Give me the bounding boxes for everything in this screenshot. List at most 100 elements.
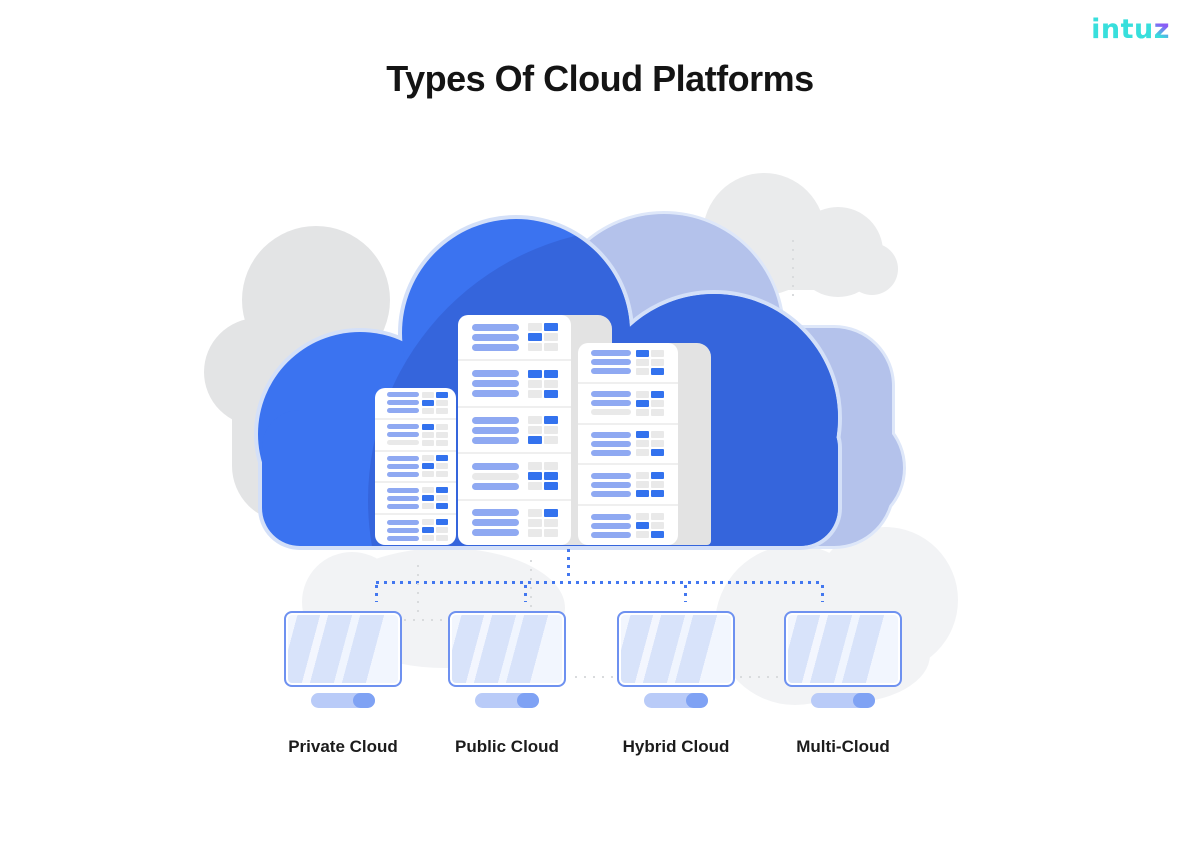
rack-led — [528, 528, 542, 537]
rack-slot-bars — [387, 392, 419, 414]
rack-led — [528, 436, 542, 445]
rack-led — [528, 369, 542, 378]
rack-bar — [472, 333, 519, 341]
rack-slot-bars — [591, 350, 631, 375]
rack-led-grid — [636, 513, 664, 539]
rack-bar — [472, 529, 519, 537]
rack-bar — [472, 370, 519, 378]
rack-led-grid — [636, 390, 664, 416]
rack-led — [422, 431, 434, 438]
logo-text-accent: z — [1153, 14, 1170, 45]
rack-led-grid — [422, 519, 448, 542]
rack-led — [422, 487, 434, 494]
dotted-branch-stub-1 — [375, 585, 378, 602]
rack-led — [636, 431, 649, 439]
rack-led — [651, 440, 664, 448]
rack-led — [651, 522, 664, 530]
server-rack-unit — [578, 463, 678, 504]
rack-led — [422, 423, 434, 430]
rack-bar — [472, 519, 519, 527]
rack-led — [422, 439, 434, 446]
tower-rack-stack — [375, 388, 456, 545]
dotted-faint-drop-center — [530, 560, 532, 610]
rack-bar — [591, 472, 631, 479]
rack-led — [544, 528, 558, 537]
dotted-backbone-line — [376, 581, 824, 584]
rack-bar — [387, 455, 419, 461]
server-rack-unit — [375, 417, 456, 450]
rack-led — [422, 535, 434, 542]
cloud-type-label: Hybrid Cloud — [622, 737, 730, 756]
rack-led-grid — [422, 487, 448, 510]
rack-led — [528, 462, 542, 471]
server-rack-unit — [458, 315, 571, 359]
server-rack-unit — [578, 343, 678, 382]
monitor-stand-cap — [517, 693, 539, 708]
monitor-screen — [284, 611, 402, 687]
rack-bar — [591, 531, 631, 538]
rack-led — [544, 518, 558, 527]
tower-rack-stack — [578, 343, 678, 545]
server-rack-unit — [375, 513, 456, 545]
server-rack-unit — [375, 481, 456, 513]
monitor-1: Private Cloud — [284, 611, 402, 756]
rack-slot-bars — [472, 370, 519, 398]
rack-slot-bars — [591, 391, 631, 416]
rack-led — [436, 503, 448, 510]
rack-led — [422, 407, 434, 414]
rack-led — [436, 495, 448, 502]
rack-led-grid — [528, 323, 558, 352]
rack-bar — [472, 436, 519, 444]
rack-led — [651, 408, 664, 416]
rack-led — [651, 399, 664, 407]
rack-led — [544, 379, 558, 388]
rack-led — [528, 416, 542, 425]
monitor-3: Hybrid Cloud — [617, 611, 735, 756]
rack-led — [436, 519, 448, 526]
rack-bar — [387, 432, 419, 438]
rack-bar — [472, 323, 519, 331]
rack-led — [436, 423, 448, 430]
server-tower-left — [375, 388, 456, 545]
rack-led — [636, 472, 649, 480]
dotted-faint-drop-graycloud — [792, 240, 794, 300]
rack-slot-bars — [387, 487, 419, 509]
rack-led — [422, 455, 434, 462]
server-rack-unit — [375, 449, 456, 482]
rack-led — [544, 508, 558, 517]
rack-led — [636, 408, 649, 416]
rack-led-grid — [422, 455, 448, 478]
rack-bar — [591, 449, 631, 456]
rack-led — [436, 527, 448, 534]
rack-bar — [591, 350, 631, 357]
rack-bar — [472, 472, 519, 480]
rack-led — [528, 333, 542, 342]
rack-led — [544, 333, 558, 342]
rack-led — [636, 481, 649, 489]
rack-slot-bars — [472, 509, 519, 537]
server-rack-unit — [578, 381, 678, 423]
rack-led — [544, 462, 558, 471]
rack-slot-bars — [472, 416, 519, 444]
rack-bar — [387, 440, 419, 446]
rack-led — [436, 439, 448, 446]
monitor-4: Multi-Cloud — [784, 611, 902, 756]
rack-led — [422, 463, 434, 470]
rack-led — [636, 440, 649, 448]
dotted-cloud-drop-line — [567, 549, 570, 581]
rack-bar — [472, 509, 519, 517]
rack-bar — [387, 392, 419, 398]
dotted-branch-stub-4 — [821, 585, 824, 602]
rack-led — [636, 449, 649, 457]
tower-rack-stack — [458, 315, 571, 545]
rack-led-grid — [636, 431, 664, 457]
monitor-2: Public Cloud — [448, 611, 566, 756]
rack-bar — [387, 495, 419, 501]
rack-led — [636, 490, 649, 498]
server-tower-right — [578, 343, 711, 545]
rack-led — [436, 455, 448, 462]
monitor-stand-cap — [686, 693, 708, 708]
monitor-stand — [644, 693, 708, 708]
server-rack-unit — [375, 388, 456, 418]
